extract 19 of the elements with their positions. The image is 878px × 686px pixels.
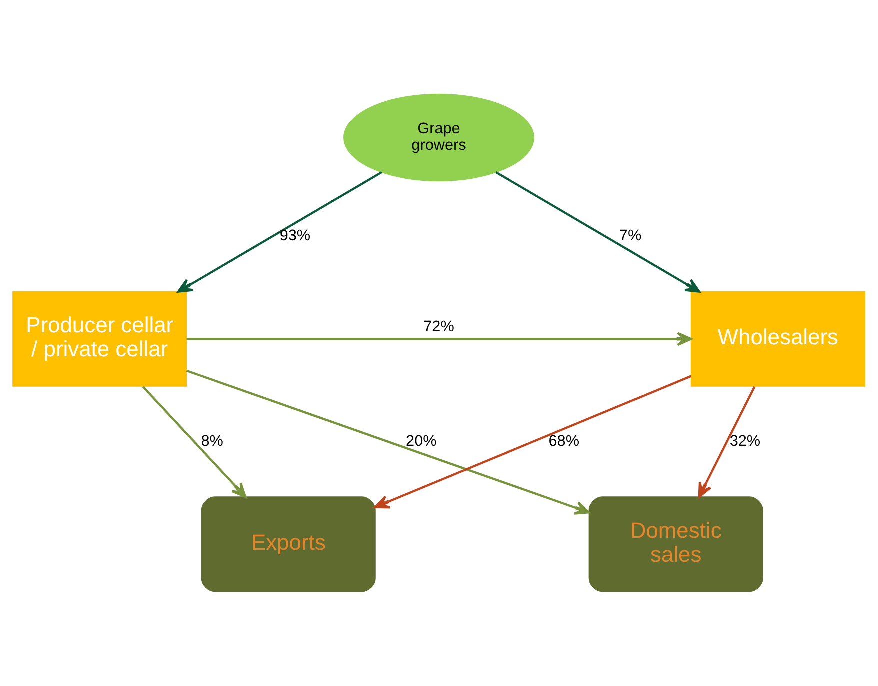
edge-label: 20% bbox=[406, 432, 437, 450]
edge-label: 68% bbox=[548, 432, 580, 450]
arrow bbox=[496, 171, 701, 293]
edge-label: 93% bbox=[280, 228, 311, 245]
arrow bbox=[177, 171, 382, 293]
node-box: Wholesalers bbox=[690, 291, 866, 387]
node-box: Exports bbox=[201, 496, 376, 592]
edge-label: 32% bbox=[730, 432, 761, 450]
arrow bbox=[698, 386, 756, 498]
arrow bbox=[186, 332, 692, 346]
arrow bbox=[186, 370, 590, 515]
node-box: Domestic sales bbox=[588, 496, 764, 592]
node-box: Producer cellar / private cellar bbox=[12, 291, 188, 387]
arrow bbox=[374, 375, 692, 509]
edge-label: 72% bbox=[424, 318, 454, 336]
arrow bbox=[142, 386, 247, 498]
node-ellipse: Grape growers bbox=[344, 94, 534, 182]
edge-label: 7% bbox=[619, 228, 642, 245]
edge-label: 8% bbox=[201, 432, 224, 450]
